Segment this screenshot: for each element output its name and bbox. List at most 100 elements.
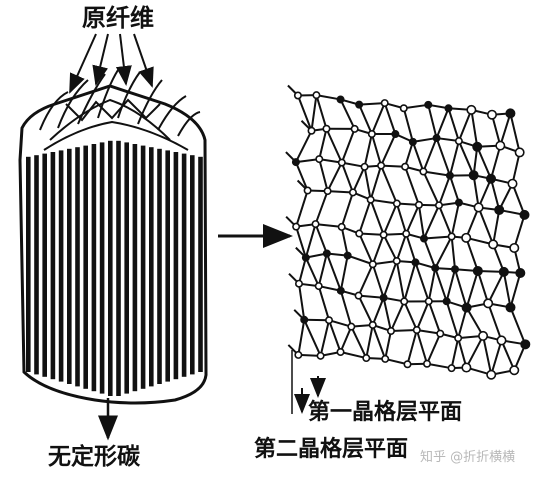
lattice-bond — [380, 133, 397, 167]
lattice-atom — [488, 239, 499, 250]
lattice-atom — [486, 369, 497, 380]
lattice-atom — [431, 264, 440, 273]
lattice-bond — [358, 233, 374, 265]
lattice-bond — [380, 165, 398, 204]
lattice-bond — [395, 233, 408, 262]
lattice-bond — [319, 319, 330, 357]
lattice-atom — [337, 222, 346, 231]
lattice-bond — [465, 335, 484, 369]
fiber-stripes — [26, 140, 203, 396]
lattice-bond — [315, 223, 342, 228]
lattice-atom — [354, 291, 363, 300]
lattice-bond — [476, 270, 490, 304]
lattice-atom — [424, 100, 433, 109]
lattice-bond — [340, 128, 356, 163]
lattice-atom — [444, 104, 453, 113]
lattice-bond — [369, 165, 383, 201]
lattice-bond — [403, 103, 429, 110]
lattice-bond — [363, 133, 373, 168]
lattice-atom — [307, 126, 316, 135]
lattice-bond — [304, 257, 320, 287]
lattice-bond — [417, 204, 425, 239]
lattice-atom — [311, 220, 320, 229]
lattice-atom — [360, 162, 369, 171]
lattice-bond — [369, 199, 385, 236]
lattice-bond — [382, 297, 392, 332]
lattice-atom — [294, 279, 303, 288]
lattice-atom — [454, 334, 463, 343]
lattice-atom — [472, 265, 483, 276]
lattice-atom — [336, 286, 345, 295]
lattice-bond — [339, 326, 353, 353]
lattice-bond — [450, 202, 460, 237]
lattice-bond — [435, 107, 450, 139]
fiber-stripe — [149, 147, 154, 387]
lattice-atom — [408, 137, 417, 146]
lattice-bonds — [285, 84, 527, 376]
lattice-bond — [513, 214, 526, 249]
lattice-atom — [355, 229, 364, 238]
lattice-bond — [370, 198, 398, 205]
fiber-stripe — [181, 153, 187, 377]
fiber-stripe — [198, 156, 203, 372]
lattice-bond — [450, 337, 460, 369]
precursor-fiber-label: 原纤维 — [82, 4, 154, 32]
lattice-atom — [325, 316, 334, 325]
lattice-atom — [368, 260, 377, 269]
lattice-bond — [490, 340, 503, 376]
lattice-bond — [318, 158, 329, 192]
lattice-bond — [325, 128, 343, 164]
lattice-atom — [300, 315, 309, 324]
lattice-bond — [347, 254, 374, 266]
lattice-bond — [448, 140, 460, 176]
lattice-bond — [357, 295, 374, 326]
lattice-bond — [339, 99, 356, 130]
lattice-atom — [292, 222, 301, 231]
lattice-bond — [370, 102, 386, 135]
lattice-atom — [509, 365, 520, 376]
lattice-atom — [392, 199, 401, 208]
lattice-bond — [327, 190, 353, 194]
lattice-atom — [505, 302, 516, 313]
lattice-bond — [298, 257, 307, 284]
lattice-bond — [404, 166, 420, 206]
lattice-atom — [495, 140, 506, 151]
lattice-atom — [312, 91, 321, 100]
lattice-atom — [414, 200, 423, 209]
lattice-atom — [509, 242, 520, 253]
lattice-atom — [367, 130, 376, 139]
lattice-bond — [465, 237, 479, 272]
lattice-bond — [358, 104, 373, 135]
fiber-stripe — [50, 152, 56, 380]
lattice-bond — [470, 109, 479, 147]
lattice-bond — [500, 340, 516, 371]
fiber-stripe — [190, 155, 195, 375]
lattice-atoms — [291, 91, 531, 380]
lattice-bond — [359, 232, 384, 236]
lattice-atom — [498, 266, 509, 277]
lattice-bond — [371, 263, 385, 299]
lattice-bond — [295, 190, 309, 227]
lattice-atom — [336, 95, 345, 104]
lattice-bond — [371, 324, 387, 360]
lattice-bond — [402, 107, 414, 143]
lattice-atom — [392, 256, 401, 265]
lattice-atom — [466, 104, 477, 115]
fiber-stripe — [157, 148, 162, 384]
lattice-bond — [477, 207, 495, 245]
lattice-atom — [494, 204, 505, 215]
fiber-stripe — [108, 140, 113, 396]
lattice-atom — [412, 325, 421, 334]
lattice-atom — [486, 109, 497, 120]
lattice-bond — [328, 319, 342, 353]
lattice-bond — [492, 209, 501, 245]
lattice-bond — [390, 328, 417, 332]
lattice-bond — [295, 226, 307, 258]
lattice-atom — [445, 171, 454, 180]
lattice-atom — [301, 253, 310, 262]
lattice-atom — [314, 282, 323, 291]
fiber-stripe — [140, 145, 146, 389]
fiber-bundle-illustration — [18, 33, 208, 441]
fiber-stripe — [116, 140, 121, 396]
